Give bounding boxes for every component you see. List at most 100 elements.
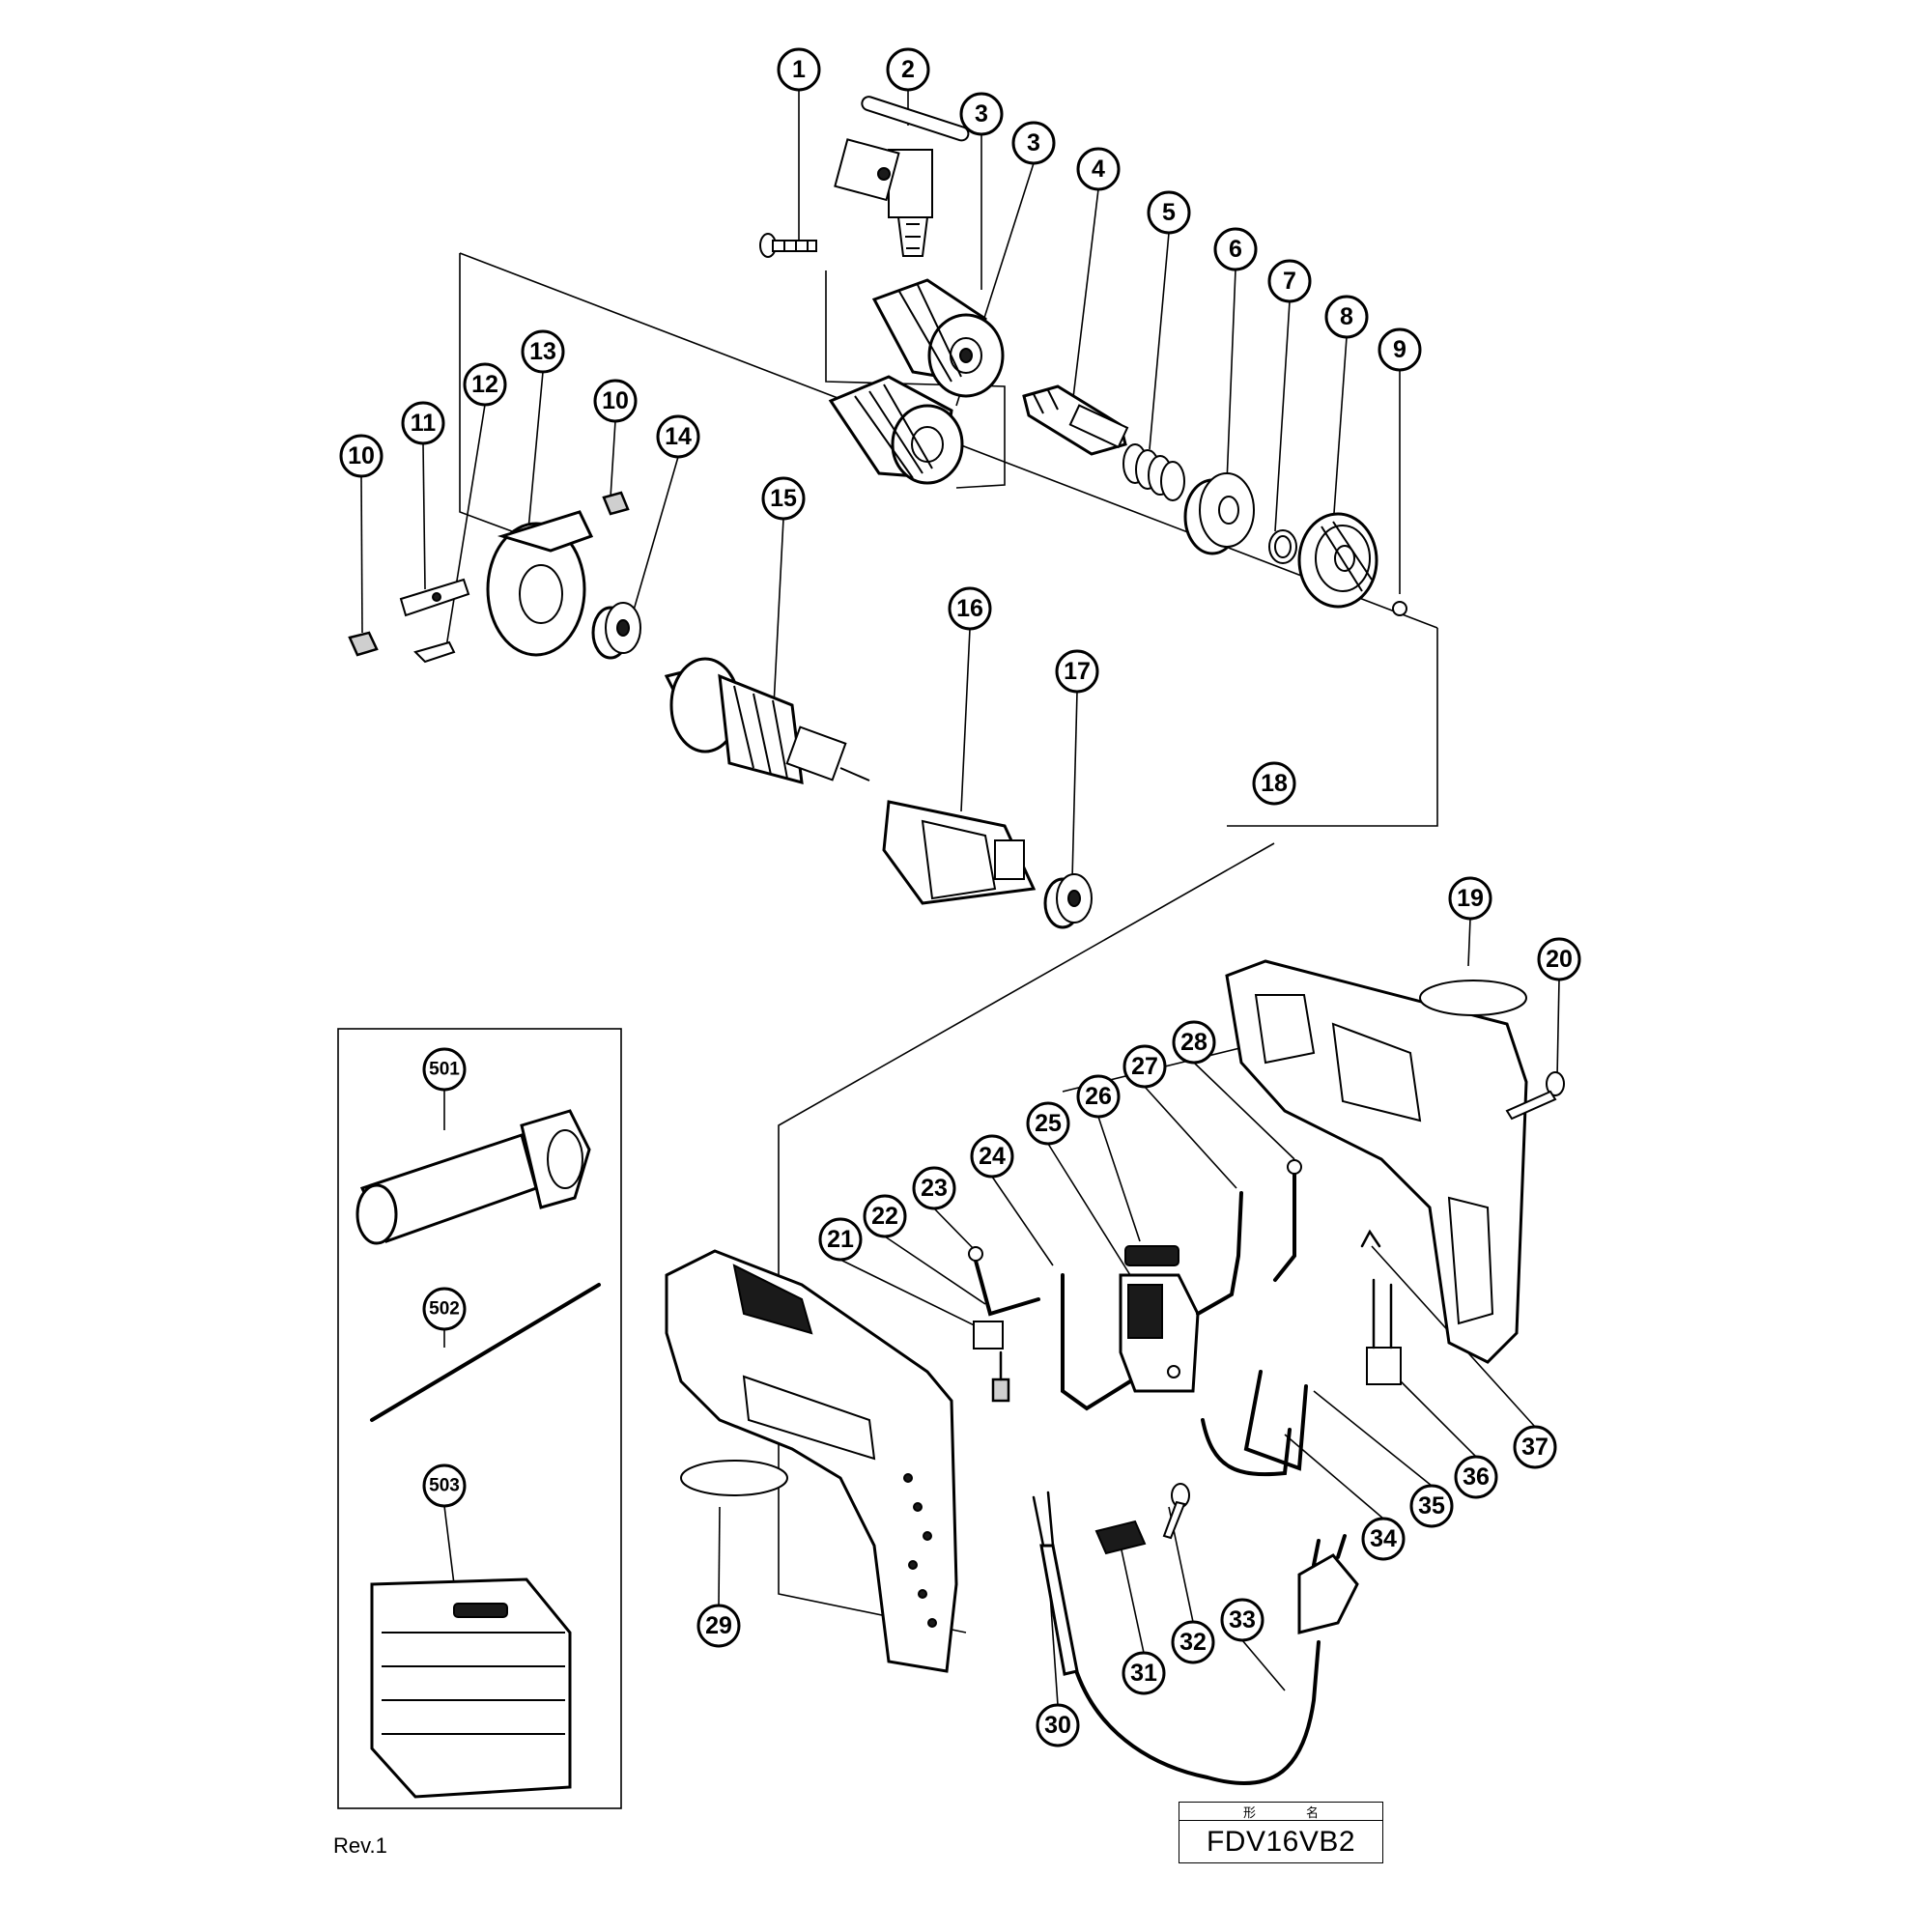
callout-number: 34 [1370, 1525, 1397, 1552]
callout-number: 21 [827, 1226, 854, 1253]
callout-circle [1076, 147, 1121, 191]
part-brush-holder [486, 510, 594, 657]
callout-23: 23 [912, 1166, 956, 1210]
callout-number: 20 [1546, 946, 1573, 973]
callout-circle [1036, 1703, 1080, 1747]
callout-circle [1378, 327, 1422, 372]
part-clip [413, 640, 456, 664]
callout-number: 16 [956, 595, 983, 622]
callout-number: 35 [1418, 1492, 1445, 1520]
part-name-plate-29 [680, 1460, 788, 1496]
callout-circle [761, 476, 806, 521]
callout-circle [1537, 937, 1581, 981]
callout-circle [1171, 1620, 1215, 1664]
callout-circle [696, 1604, 741, 1648]
part-armature [664, 657, 870, 785]
callout-17: 17 [1055, 649, 1099, 694]
callout-24: 24 [970, 1134, 1014, 1179]
callout-circle [422, 1287, 467, 1331]
callout-circle [863, 1194, 907, 1238]
model-heading-char-1: 形 [1242, 1804, 1256, 1820]
callout-circle [959, 92, 1004, 136]
part-spring [1122, 443, 1185, 501]
callout-number: 17 [1064, 658, 1091, 685]
callout-circle [970, 1134, 1014, 1179]
part-housing-right [1225, 959, 1528, 1364]
callout-5: 5 [1147, 190, 1191, 235]
part-bearing-6 [1183, 472, 1255, 555]
part-steel-ball [1392, 601, 1407, 616]
callout-number: 25 [1035, 1110, 1062, 1137]
callout-number: 24 [979, 1143, 1006, 1170]
callout-37: 37 [1513, 1425, 1557, 1469]
callout-number: 19 [1457, 885, 1484, 912]
part-housing-left [665, 1249, 958, 1673]
part-cord [1075, 1534, 1359, 1786]
revision-label: Rev.1 [333, 1833, 387, 1858]
callout-502: 502 [422, 1287, 467, 1331]
callout-circle [463, 362, 507, 407]
callout-circle [656, 414, 700, 459]
part-tapping-screw-32 [1162, 1483, 1190, 1540]
callout-circle [1448, 876, 1492, 921]
callout-circle [1454, 1455, 1498, 1499]
callout-29: 29 [696, 1604, 741, 1648]
callout-circle [401, 401, 445, 445]
callout-number: 3 [1027, 129, 1040, 156]
part-stator [882, 800, 1037, 905]
part-chuck-key [834, 96, 970, 257]
part-carbon-brush-upper [602, 491, 630, 516]
part-case [370, 1577, 572, 1799]
part-internal-wire-35 [1243, 1370, 1308, 1471]
callout-number: 6 [1229, 236, 1242, 263]
callout-number: 33 [1229, 1606, 1256, 1634]
part-keyless-chuck [828, 375, 964, 485]
part-internal-wire-27 [1196, 1191, 1243, 1316]
callout-7: 7 [1267, 259, 1312, 303]
callout-36: 36 [1454, 1455, 1498, 1499]
part-internal-wire-34 [1201, 1418, 1292, 1477]
callout-circle [1213, 227, 1258, 271]
part-brush-holder-22 [973, 1321, 1004, 1350]
part-depth-gauge [370, 1283, 601, 1422]
callout-circle [912, 1166, 956, 1210]
callout-number: 502 [429, 1299, 460, 1320]
callout-number: 29 [705, 1612, 732, 1639]
callout-number: 3 [975, 100, 988, 128]
callout-13: 13 [521, 329, 565, 374]
callout-number: 18 [1261, 770, 1288, 797]
callout-12: 12 [463, 362, 507, 407]
callout-circle [1147, 190, 1191, 235]
callout-number: 15 [770, 485, 797, 512]
callout-10: 10 [339, 434, 384, 478]
model-title-block: 形 名 FDV16VB2 [1179, 1802, 1383, 1863]
part-carbon-brush-21 [991, 1350, 1010, 1403]
callout-4: 4 [1076, 147, 1121, 191]
callout-18: 18 [1252, 761, 1296, 806]
callout-number: 1 [792, 56, 806, 83]
callout-2: 2 [886, 47, 930, 92]
callout-circle [818, 1217, 863, 1262]
callout-number: 36 [1463, 1463, 1490, 1491]
callout-8: 8 [1324, 295, 1369, 339]
part-carbon-brush-left [348, 631, 379, 657]
part-side-handle [355, 1109, 591, 1245]
callout-circle [339, 434, 384, 478]
callout-circle [593, 379, 638, 423]
callout-number: 32 [1179, 1629, 1207, 1656]
callout-circle [1076, 1074, 1121, 1119]
callout-25: 25 [1026, 1101, 1070, 1146]
callout-number: 23 [921, 1175, 948, 1202]
callout-circle [422, 1047, 467, 1092]
part-internal-wire-24 [1061, 1273, 1132, 1411]
callout-9: 9 [1378, 327, 1422, 372]
part-internal-wire-28 [1273, 1159, 1302, 1282]
callout-circle [1220, 1598, 1264, 1642]
callout-34: 34 [1361, 1517, 1406, 1561]
callout-26: 26 [1076, 1074, 1121, 1119]
callout-1: 1 [777, 47, 821, 92]
callout-circle [948, 586, 992, 631]
callout-30: 30 [1036, 1703, 1080, 1747]
callout-3: 3 [1011, 121, 1056, 165]
callout-number: 26 [1085, 1083, 1112, 1110]
